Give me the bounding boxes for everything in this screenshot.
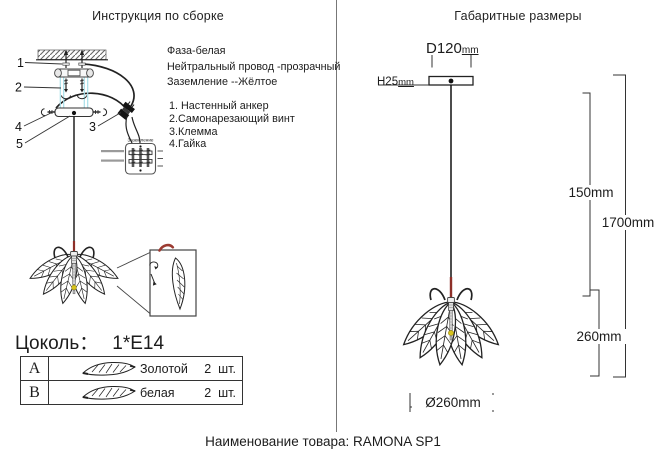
variant-unit: шт.	[218, 361, 236, 376]
wire-legend: Фаза-белая Нейтральный провод -прозрачны…	[167, 44, 340, 91]
callout-number-5: 5	[16, 137, 23, 151]
callout-line	[116, 252, 151, 269]
callout-number-2: 2	[15, 81, 22, 95]
screw-icon	[61, 78, 87, 100]
table-row: A Золотой 2 шт.	[21, 357, 242, 381]
variant-letter: B	[21, 381, 49, 404]
total-height-label: 1700mm	[596, 215, 660, 230]
callout-leader-lines	[23, 62, 122, 144]
leaf-icon	[82, 361, 136, 376]
anchor-bolt-icon	[62, 49, 86, 68]
variant-qty: 2	[204, 361, 212, 376]
callout-number-3: 3	[89, 120, 96, 134]
canopy-icon	[40, 107, 108, 118]
callout-line	[116, 285, 151, 314]
socket-icon	[70, 251, 78, 295]
supply-wire	[82, 63, 135, 107]
terminal-box-detail: Заземление	[101, 138, 163, 175]
parts-list-item: 4.Гайка	[169, 138, 207, 151]
variant-color: белая	[140, 385, 175, 400]
variant-letter: A	[21, 357, 49, 380]
mounting-bracket-icon	[54, 68, 94, 78]
bulb-icon	[448, 330, 454, 336]
wire-legend-line: Фаза-белая	[167, 45, 226, 57]
leaf-detail-callout	[149, 243, 197, 317]
callout-number-1: 1	[17, 56, 24, 70]
terminal-label: Заземление	[128, 138, 154, 143]
table-row: B белая 2 шт.	[21, 381, 242, 404]
shade-diameter-label: Ø260mm	[412, 395, 494, 410]
parts-list-item: 1. Настенный анкер	[169, 100, 269, 112]
callout-number-4: 4	[15, 120, 22, 134]
terminal-screws	[128, 148, 153, 167]
socle-heading: Цоколь： 1*E14	[15, 328, 164, 355]
plug-wire	[125, 115, 133, 144]
tiny-wire-label	[101, 159, 124, 162]
lamp-drawing	[26, 246, 122, 306]
canopy-height-label: H25mm	[377, 76, 414, 88]
product-name-caption: Наименование товара: RAMONA SP1	[205, 434, 441, 449]
parts-list-item: 3.Клемма	[169, 125, 218, 138]
leaf-icon	[82, 385, 136, 400]
shade-variants-table: A Золотой 2 шт. B	[20, 356, 243, 405]
variant-color: Золотой	[140, 361, 188, 376]
bulb-icon	[71, 284, 77, 291]
cord-length-label: 150mm	[560, 185, 622, 200]
wire-legend-line: Заземление --Жёлтое	[167, 76, 278, 89]
socle-label: Цоколь：	[15, 333, 99, 354]
lamp-drawing	[397, 287, 505, 367]
supply-wire	[55, 92, 128, 111]
shade-height-label: 260mm	[568, 329, 630, 344]
plug-wire	[131, 116, 141, 144]
rotate-arrow-red	[158, 243, 175, 252]
tiny-wire-label	[101, 150, 124, 153]
dimensions-diagram	[378, 55, 626, 412]
assembly-diagram: Заземление	[15, 49, 197, 317]
wire-legend-line: Нейтральный провод -прозрачный	[167, 60, 341, 73]
parts-list: 1. Настенный анкер 2.Самонарезающий винт…	[169, 100, 295, 151]
variant-unit: шт.	[218, 385, 236, 400]
assembly-section-title: Инструкция по сборке	[92, 9, 224, 23]
socket-icon	[447, 297, 455, 341]
canopy-diameter-label: D120mm	[426, 40, 479, 57]
dimensions-section-title: Габаритные размеры	[454, 9, 582, 23]
parts-list-item: 2.Самонарезающий винт	[169, 112, 295, 125]
variant-qty: 2	[204, 385, 212, 400]
ceiling-hatch-icon	[36, 49, 108, 61]
section-divider	[336, 0, 337, 432]
socle-value: 1*E14	[112, 333, 165, 354]
